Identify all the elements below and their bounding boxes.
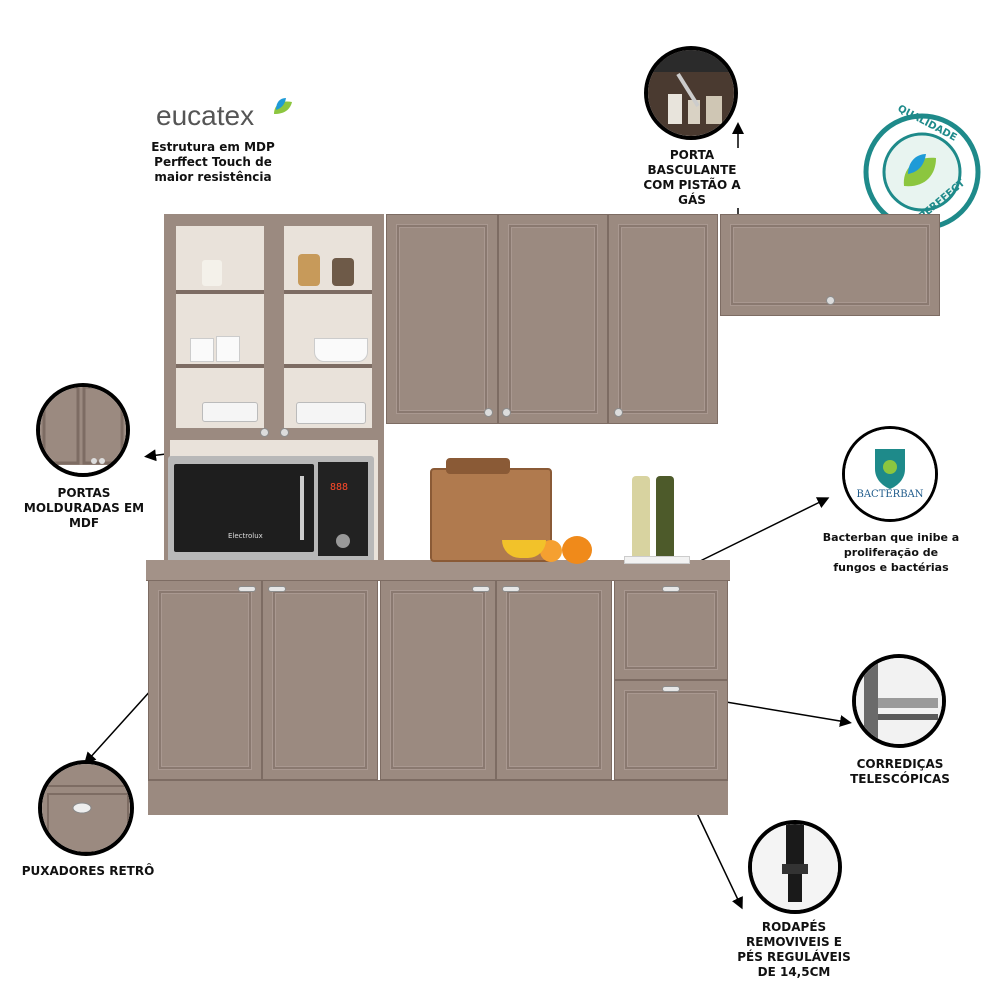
eucatex-description: Estrutura em MDP Perffect Touch de maior…: [150, 140, 276, 185]
glass-door-right: [276, 218, 380, 436]
bacterban-logo-text: BACTERBAN: [856, 489, 924, 500]
eucatex-logo: eucatex: [156, 98, 306, 136]
lower-door[interactable]: [148, 580, 262, 780]
pull-handle[interactable]: [662, 686, 680, 692]
microwave-knob[interactable]: [336, 534, 350, 548]
knob[interactable]: [614, 408, 623, 417]
lower-door[interactable]: [496, 580, 612, 780]
leaf-icon: [274, 98, 292, 114]
bacterban-logo-circle: BACTERBAN: [842, 426, 938, 522]
rodapes-detail-photo: [748, 820, 842, 914]
knob[interactable]: [280, 428, 289, 437]
cup-decor: [190, 338, 214, 362]
callout-bacterban: Bacterban que inibe a proliferação de fu…: [818, 530, 964, 575]
jar-decor: [298, 254, 320, 286]
callout-puxadores: PUXADORES RETRÔ: [20, 864, 156, 879]
pull-handle[interactable]: [472, 586, 490, 592]
bowl-decor: [314, 338, 368, 362]
eucatex-logo-text: eucatex: [156, 100, 255, 131]
bottle-decor: [632, 476, 650, 558]
orange-decor: [562, 536, 592, 564]
callout-portas-molduradas: PORTAS MOLDURADAS EM MDF: [22, 486, 146, 531]
knob[interactable]: [484, 408, 493, 417]
microwave-brand: Electrolux: [228, 532, 263, 540]
callout-corredicas: CORREDIÇAS TELESCÓPICAS: [844, 757, 956, 787]
basculante-detail-photo: [644, 46, 738, 140]
drawer-bottom[interactable]: [614, 680, 728, 780]
upper-door[interactable]: [608, 214, 718, 424]
callout-rodapes: RODAPÉS REMOVIVEIS E PÉS REGULÁVEIS DE 1…: [732, 920, 856, 980]
glass-door-left: [168, 218, 272, 436]
pull-handle[interactable]: [268, 586, 286, 592]
orange-decor: [540, 540, 562, 562]
leader-corredicas: [713, 699, 852, 727]
drawer-top[interactable]: [614, 580, 728, 680]
knob[interactable]: [502, 408, 511, 417]
callout-porta-basculante: PORTA BASCULANTE COM PISTÃO A GÁS: [636, 148, 748, 208]
knob[interactable]: [260, 428, 269, 437]
cutting-board-handle: [446, 458, 510, 474]
leader-bacterban: [689, 497, 830, 567]
pot-decor: [296, 402, 366, 424]
plinth: [148, 780, 728, 815]
bowl-decor: [502, 540, 546, 558]
tray-decor: [624, 556, 690, 564]
pot-decor: [202, 402, 258, 422]
upper-door[interactable]: [498, 214, 608, 424]
pull-handle[interactable]: [502, 586, 520, 592]
microwave-display: 888: [330, 482, 349, 493]
knob[interactable]: [826, 296, 835, 305]
pull-handle[interactable]: [238, 586, 256, 592]
jar-decor: [332, 258, 354, 286]
cup-decor: [216, 336, 240, 362]
jar-decor: [202, 260, 222, 286]
bottle-decor: [656, 476, 674, 558]
puxadores-detail-photo: [38, 760, 134, 856]
quality-seal: QUALIDADE MDP PERFFECT: [862, 103, 982, 241]
microwave: Electrolux 888: [168, 456, 374, 566]
portas-molduradas-detail-photo: [36, 383, 130, 477]
lower-door[interactable]: [380, 580, 496, 780]
corredicas-detail-photo: [852, 654, 946, 748]
upper-door[interactable]: [386, 214, 498, 424]
pull-handle[interactable]: [662, 586, 680, 592]
lower-door[interactable]: [262, 580, 378, 780]
